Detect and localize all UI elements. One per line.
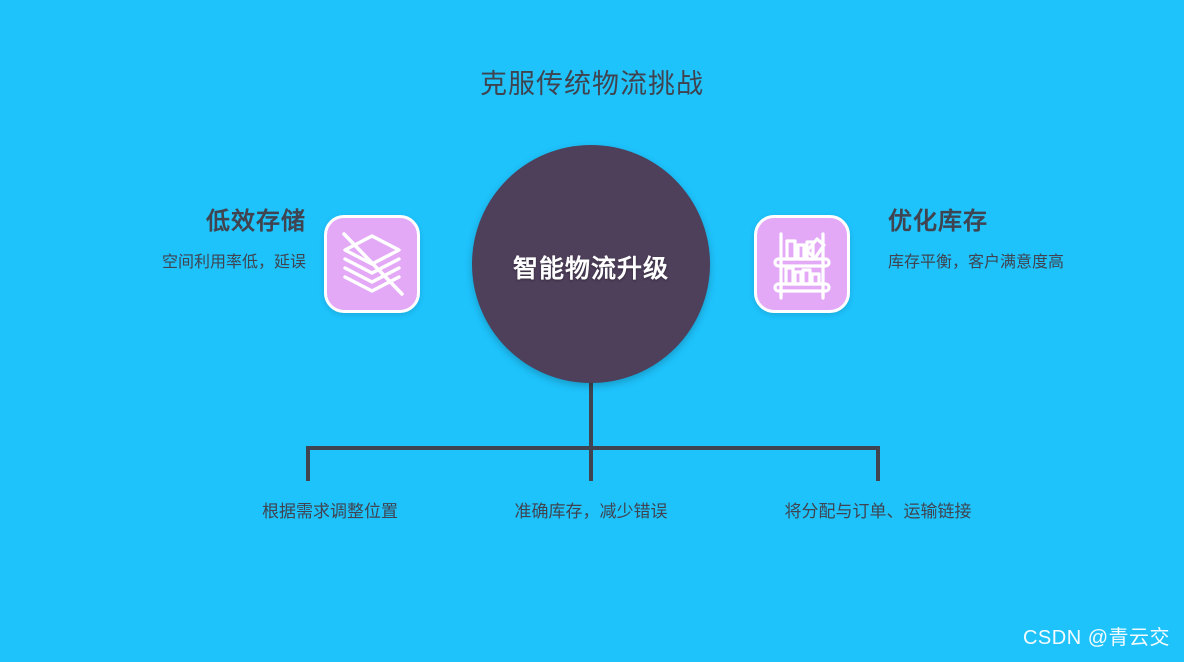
- right-branch: 优化库存 库存平衡，客户满意度高: [888, 208, 1106, 276]
- bookshelf-inventory-icon: [754, 215, 850, 313]
- outcome-label: 准确库存，减少错误: [514, 502, 668, 521]
- watermark: CSDN @青云交: [1022, 627, 1170, 649]
- outcome-label: 根据需求调整位置: [262, 502, 398, 521]
- left-branch: 低效存储 空间利用率低，延误: [82, 208, 306, 276]
- stacked-layers-disabled-icon: [324, 215, 420, 313]
- right-branch-heading: 优化库存: [888, 208, 988, 235]
- left-branch-heading: 低效存储: [206, 208, 306, 235]
- left-branch-description: 空间利用率低，延误: [161, 253, 306, 271]
- page-title: 克服传统物流挑战: [480, 69, 704, 99]
- outcome-label: 将分配与订单、运输链接: [784, 502, 972, 521]
- right-branch-description: 库存平衡，客户满意度高: [888, 253, 1065, 271]
- center-node[interactable]: 智能物流升级: [472, 145, 710, 383]
- center-node-label: 智能物流升级: [512, 255, 669, 283]
